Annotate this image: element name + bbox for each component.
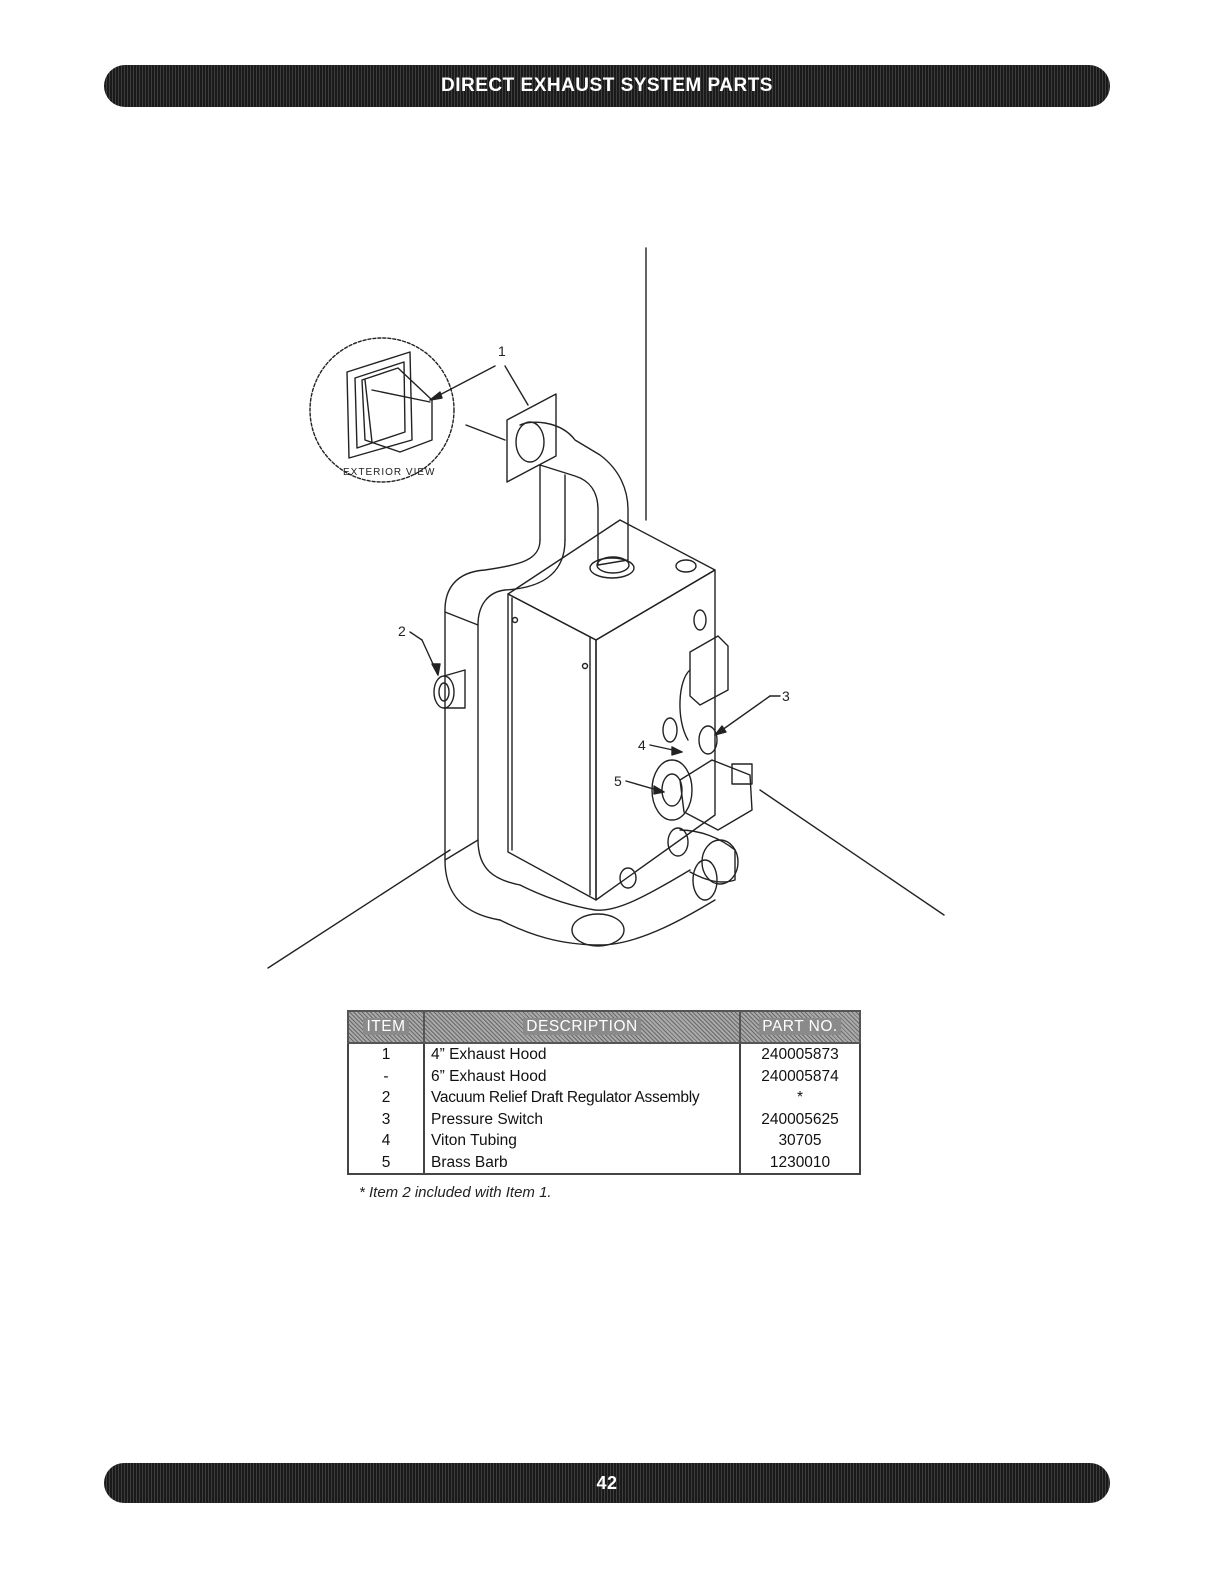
gas-valve-assembly [651, 759, 753, 885]
row-part-no: * [739, 1087, 861, 1109]
floor-line-right [759, 789, 945, 916]
draft-regulator [433, 675, 455, 709]
callout-4: 4 [638, 737, 646, 753]
table-row: 2 Vacuum Relief Draft Regulator Assembly… [347, 1087, 861, 1109]
exhaust-system-diagram: EXTERIOR VIEW 1 2 3 [267, 247, 945, 969]
floor-line-left [267, 849, 451, 969]
exterior-view-detail: EXTERIOR VIEW [309, 337, 455, 483]
row-description: Vacuum Relief Draft Regulator Assembly [423, 1087, 741, 1109]
table-row: 3 Pressure Switch 240005625 [347, 1108, 861, 1130]
header-item: ITEM [347, 1010, 425, 1044]
page-header-banner: DIRECT EXHAUST SYSTEM PARTS [104, 65, 1110, 107]
row-description: 6” Exhaust Hood [423, 1065, 741, 1087]
row-item: 5 [347, 1151, 425, 1174]
row-item: 3 [347, 1108, 425, 1130]
table-row: 1 4” Exhaust Hood 240005873 [347, 1043, 861, 1066]
exterior-view-label: EXTERIOR VIEW [343, 467, 435, 478]
row-description: Brass Barb [423, 1151, 741, 1174]
callout-3: 3 [782, 688, 790, 704]
table-footnote: * Item 2 included with Item 1. [359, 1184, 552, 1201]
water-heater-cabinet [507, 519, 716, 901]
parts-table-header: ITEM DESCRIPTION PART NO. [347, 1010, 861, 1044]
header-description: DESCRIPTION [423, 1010, 741, 1044]
callout-2: 2 [398, 623, 406, 639]
table-row: - 6” Exhaust Hood 240005874 [347, 1065, 861, 1087]
table-row: 4 Viton Tubing 30705 [347, 1130, 861, 1152]
row-item: 1 [347, 1043, 425, 1066]
row-item: 2 [347, 1087, 425, 1109]
callout-1: 1 [498, 343, 506, 359]
page-title: DIRECT EXHAUST SYSTEM PARTS [441, 75, 773, 96]
parts-table: ITEM DESCRIPTION PART NO. 1 4” Exhaust H… [347, 1010, 861, 1175]
row-part-no: 240005625 [739, 1108, 861, 1130]
row-part-no: 1230010 [739, 1151, 861, 1174]
table-row: 5 Brass Barb 1230010 [347, 1151, 861, 1174]
callout-5: 5 [614, 773, 622, 789]
row-description: 4” Exhaust Hood [423, 1043, 741, 1066]
row-part-no: 30705 [739, 1130, 861, 1152]
pressure-switch [689, 635, 729, 706]
wall-plate [506, 393, 557, 483]
page-footer-banner: 42 [104, 1463, 1110, 1503]
header-part-no: PART NO. [739, 1010, 861, 1044]
row-item: - [347, 1065, 425, 1087]
row-part-no: 240005873 [739, 1043, 861, 1066]
row-item: 4 [347, 1130, 425, 1152]
row-description: Pressure Switch [423, 1108, 741, 1130]
page-number: 42 [596, 1472, 618, 1493]
row-description: Viton Tubing [423, 1130, 741, 1152]
row-part-no: 240005874 [739, 1065, 861, 1087]
